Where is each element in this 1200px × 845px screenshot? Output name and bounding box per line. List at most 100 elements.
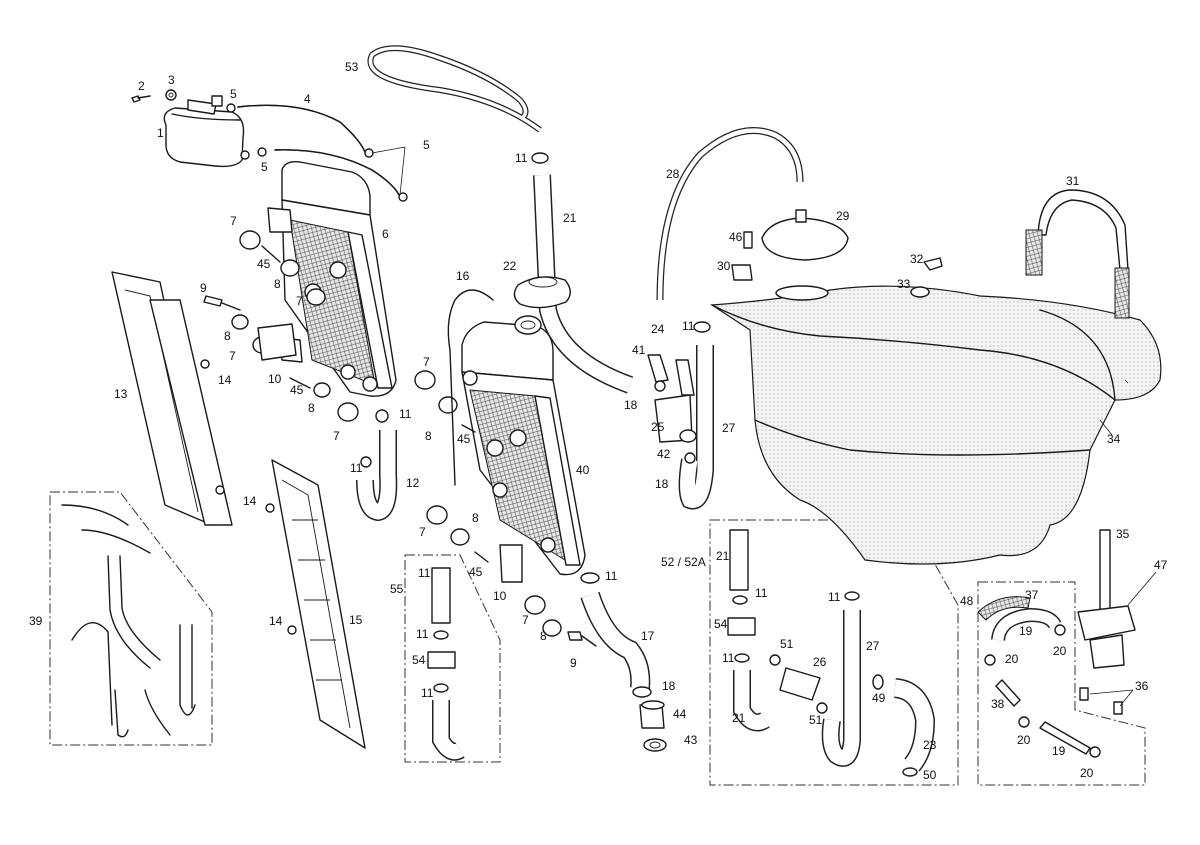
radiator-cap-22: [513, 276, 571, 309]
label-39: 39: [29, 614, 43, 628]
label-31: 31: [1066, 174, 1080, 188]
label-8c: 8: [308, 401, 315, 415]
rubber-mounts-left: [203, 230, 359, 422]
label-11e: 11: [605, 569, 618, 583]
label-7c: 7: [229, 349, 236, 363]
label-51a: 51: [780, 637, 794, 651]
hose-clip-5c: [364, 148, 374, 158]
bushing-14d: [287, 625, 297, 635]
label-5a: 5: [230, 87, 237, 101]
label-11j: 11: [828, 590, 841, 604]
label-45c: 45: [457, 432, 471, 446]
fuel-tank-34: [710, 285, 1162, 565]
screw-36a: [1079, 687, 1089, 701]
label-13: 13: [114, 387, 128, 401]
label-11h: 11: [755, 586, 768, 600]
label-18a: 18: [624, 398, 638, 412]
label-44: 44: [673, 707, 687, 721]
label-11k: 11: [418, 566, 431, 580]
hose-kit-39: [61, 504, 196, 738]
label-26: 26: [813, 655, 827, 669]
label-18c: 18: [662, 679, 676, 693]
fitting-44: [639, 700, 665, 729]
label-53: 53: [345, 60, 359, 74]
hose-kit-55: [427, 567, 465, 761]
label-40: 40: [576, 463, 590, 477]
label-16: 16: [456, 269, 470, 283]
label-37: 37: [1025, 588, 1039, 602]
rubber-strap-31: [1025, 189, 1130, 319]
kit-36-dashed-box: [977, 581, 1146, 786]
label-11a: 11: [399, 407, 412, 421]
label-14b: 14: [243, 494, 257, 508]
label-4: 4: [304, 92, 311, 106]
label-21c: 21: [732, 711, 746, 725]
label-24: 24: [651, 322, 665, 336]
kit-39-dashed-box: [49, 491, 213, 746]
label-45b: 45: [290, 383, 304, 397]
label-7g: 7: [522, 613, 529, 627]
label-19a: 19: [1019, 624, 1033, 638]
label-8e: 8: [472, 511, 479, 525]
label-20a: 20: [1005, 652, 1019, 666]
screw-36b: [1113, 701, 1123, 715]
bushing-14a: [200, 359, 210, 369]
tee-junction-25: [654, 321, 714, 510]
label-54b: 54: [412, 653, 426, 667]
label-20d: 20: [1080, 766, 1094, 780]
label-27b: 27: [866, 639, 880, 653]
label-7b: 7: [296, 294, 303, 308]
filler-neck-21: [531, 152, 634, 394]
label-3: 3: [168, 73, 175, 87]
label-21b: 21: [716, 549, 730, 563]
label-9b: 9: [570, 656, 577, 670]
label-55: 55: [390, 582, 404, 596]
bushing-14b: [215, 485, 225, 495]
fuel-hose-kit: [977, 596, 1101, 758]
label-8b: 8: [224, 329, 231, 343]
label-15: 15: [349, 613, 363, 627]
label-32: 32: [910, 252, 924, 266]
label-23: 23: [923, 738, 937, 752]
label-17: 17: [641, 629, 655, 643]
label-49: 49: [872, 691, 886, 705]
label-42: 42: [657, 447, 671, 461]
label-8a: 8: [274, 277, 281, 291]
hose-4: [237, 104, 401, 198]
hose-clip-5d: [398, 192, 408, 202]
hose-clip-5b: [257, 147, 267, 157]
radiator-right: [461, 315, 586, 576]
label-28: 28: [666, 167, 680, 181]
label-11b: 11: [350, 461, 363, 475]
label-8f: 8: [540, 629, 547, 643]
label-7d: 7: [333, 429, 340, 443]
label-6: 6: [382, 227, 389, 241]
screw-2: [131, 95, 151, 103]
nut-3: [165, 89, 177, 101]
label-45d: 45: [469, 565, 483, 579]
label-45a: 45: [257, 257, 271, 271]
label-7e: 7: [423, 355, 430, 369]
label-14c: 14: [269, 614, 283, 628]
label-2: 2: [138, 79, 145, 93]
label-20b: 20: [1053, 644, 1067, 658]
label-30: 30: [717, 259, 731, 273]
label-9a: 9: [200, 281, 207, 295]
label-1: 1: [157, 126, 164, 140]
label-10b: 10: [493, 589, 507, 603]
hose-53: [367, 45, 542, 133]
label-12: 12: [406, 476, 420, 490]
radiator-left: [267, 160, 397, 397]
label-34: 34: [1107, 432, 1121, 446]
leader-lines: [371, 146, 1157, 707]
label-54a: 54: [714, 617, 728, 631]
label-19b: 19: [1052, 744, 1066, 758]
label-5b: 5: [261, 160, 268, 174]
label-48: 48: [960, 594, 974, 608]
label-36: 36: [1135, 679, 1149, 693]
hose-kit-52: [727, 529, 936, 777]
label-41: 41: [632, 343, 646, 357]
label-18b: 18: [655, 477, 669, 491]
radiator-guard-13: [111, 271, 233, 526]
